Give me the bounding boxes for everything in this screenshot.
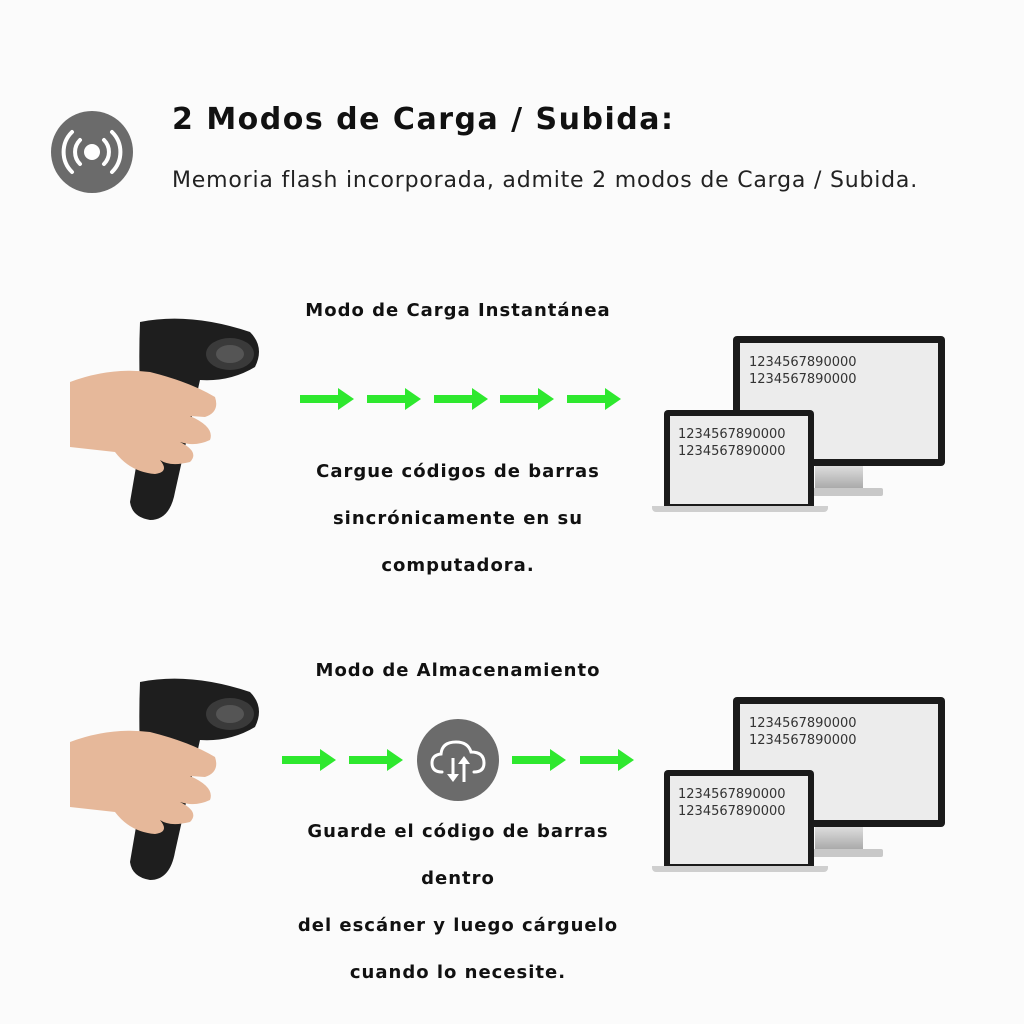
screen-text-line: 1234567890000 <box>749 733 857 748</box>
description-line: del escáner y luego cárguelo <box>297 915 619 936</box>
barcode-scanner-image <box>70 312 270 527</box>
arrow-right-icon <box>567 388 621 414</box>
screen-text-line: 1234567890000 <box>749 355 857 370</box>
screen-text-line: 1234567890000 <box>678 427 786 442</box>
screen-text-line: 1234567890000 <box>678 804 786 819</box>
wireless-signal-icon <box>50 110 134 194</box>
screen-text-line: 1234567890000 <box>678 444 786 459</box>
arrow-right-icon <box>349 749 403 775</box>
mode1-label: Modo de Carga Instantánea <box>305 300 611 321</box>
arrow-right-icon <box>434 388 488 414</box>
screen-text-line: 1234567890000 <box>678 787 786 802</box>
description-line: Guarde el código de barras dentro <box>307 821 609 889</box>
description-line: sincrónicamente en su <box>332 508 584 529</box>
arrow-right-icon <box>367 388 421 414</box>
description-line: cuando lo necesite. <box>349 962 567 983</box>
laptop: 1234567890000 1234567890000 <box>652 770 828 874</box>
cloud-upload-download-icon <box>416 718 500 802</box>
arrow-right-icon <box>282 749 336 775</box>
page-title: 2 Modos de Carga / Subida: <box>172 102 675 137</box>
mode1-description: Cargue códigos de barras sincrónicamente… <box>290 448 626 589</box>
mode2-label: Modo de Almacenamiento <box>315 660 601 681</box>
mode2-description: Guarde el código de barras dentro del es… <box>270 808 646 996</box>
description-line: computadora. <box>381 555 535 576</box>
arrow-right-icon <box>580 749 634 775</box>
barcode-scanner-image <box>70 672 270 887</box>
arrow-right-icon <box>300 388 354 414</box>
desktop-monitor: 1234567890000 1234567890000 <box>733 336 945 498</box>
arrow-right-icon <box>500 388 554 414</box>
laptop: 1234567890000 1234567890000 <box>652 410 828 514</box>
page-subtitle: Memoria flash incorporada, admite 2 modo… <box>172 168 918 193</box>
arrow-right-icon <box>512 749 566 775</box>
screen-text-line: 1234567890000 <box>749 716 857 731</box>
description-line: Cargue códigos de barras <box>316 461 600 482</box>
screen-text-line: 1234567890000 <box>749 372 857 387</box>
